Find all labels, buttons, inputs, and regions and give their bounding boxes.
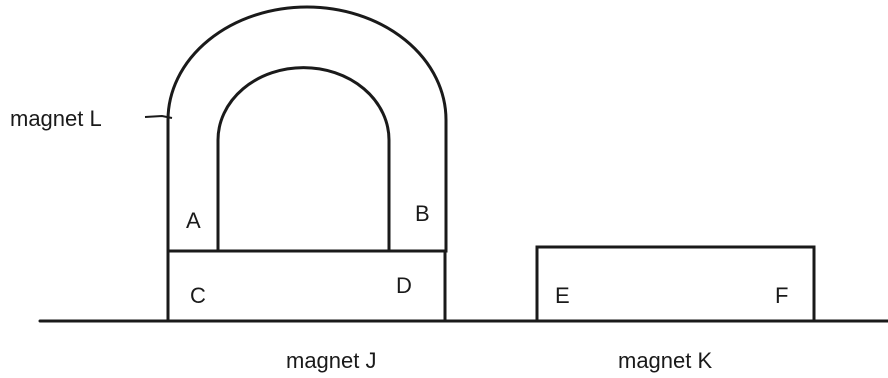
pole-b-label: B: [415, 201, 430, 226]
pole-d-label: D: [396, 273, 412, 298]
pole-c-label: C: [190, 283, 206, 308]
magnet-j-label: magnet J: [286, 348, 377, 373]
magnet-j-bar: [166, 249, 447, 323]
pole-e-label: E: [555, 283, 570, 308]
magnet-k-label: magnet K: [618, 348, 712, 373]
magnet-l-leader-line: [144, 114, 173, 119]
magnet-l-horseshoe: [166, 5, 448, 253]
pole-a-label: A: [186, 208, 201, 233]
pole-f-label: F: [775, 283, 788, 308]
magnet-l-label: magnet L: [10, 106, 102, 131]
magnet-k-bar: [535, 245, 816, 323]
